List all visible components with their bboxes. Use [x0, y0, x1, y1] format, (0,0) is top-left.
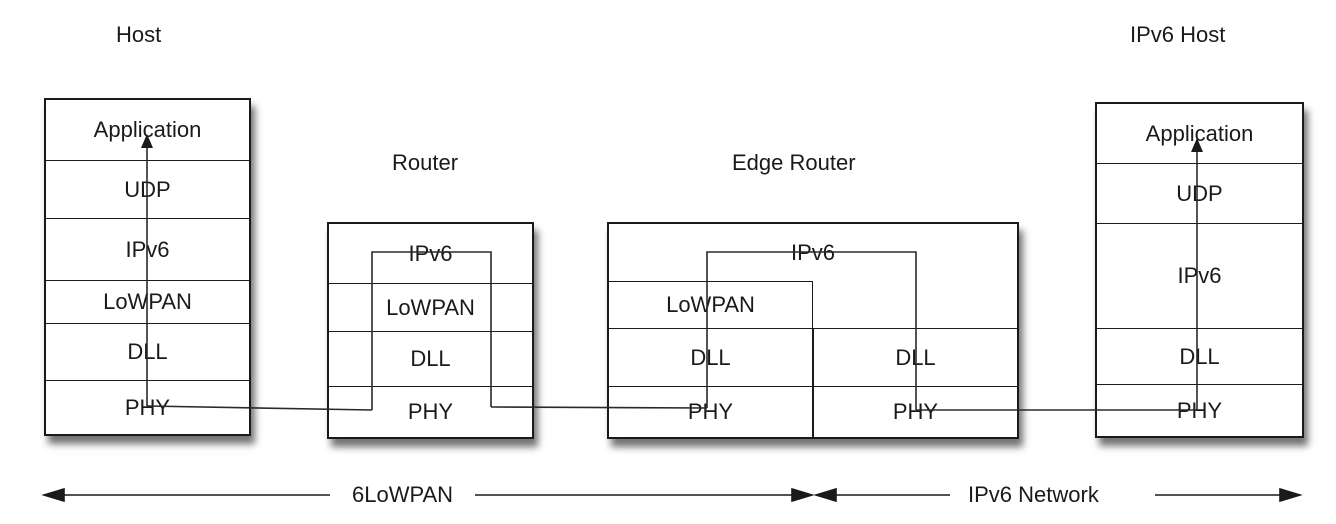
host-layer-udp: UDP: [46, 160, 249, 218]
host-title: Host: [116, 22, 162, 47]
router-layer-dll: DLL: [329, 331, 532, 386]
ipv6-host-title: IPv6 Host: [1130, 22, 1226, 47]
router-layer-lowpan: LoWPAN: [329, 283, 532, 331]
span-label-ipv6-network: IPv6 Network: [962, 482, 1105, 508]
edge-router-layer-dll-left: DLL: [609, 328, 813, 386]
router-title: Router: [392, 150, 459, 175]
ipv6-host-layer-phy: PHY: [1097, 384, 1302, 436]
span-label-6lowpan: 6LoWPAN: [346, 482, 460, 508]
host-layer-application: Application: [93, 117, 202, 142]
ipv6-host-layer-application: Application: [1145, 120, 1254, 146]
edge-router-layer-ipv6: IPv6: [790, 239, 836, 265]
ipv6-host-layer-ipv6: IPv6: [1097, 223, 1302, 328]
ipv6-host-stack: Application UDP IPv6 DLL PHY: [1095, 102, 1304, 438]
edge-router-stack: IPv6 LoWPAN DLL PHY DLL PHY: [607, 222, 1019, 439]
host-layer-lowpan: LoWPAN: [46, 280, 249, 323]
host-layer-ipv6: IPv6: [46, 218, 249, 280]
edge-router-layer-phy-right: PHY: [813, 386, 1017, 437]
edge-router-layer-phy-left: PHY: [609, 386, 813, 437]
edge-router-layer-dll-right: DLL: [813, 328, 1017, 386]
edge-router-layer-lowpan: LoWPAN: [609, 281, 813, 328]
host-layer-phy: PHY: [46, 380, 249, 434]
ipv6-host-layer-udp: UDP: [1097, 163, 1302, 223]
host-layer-dll: DLL: [46, 323, 249, 380]
host-stack: Application UDP IPv6 LoWPAN DLL PHY: [44, 98, 251, 436]
ipv6-host-layer-dll: DLL: [1097, 328, 1302, 384]
router-stack: IPv6 LoWPAN DLL PHY: [327, 222, 534, 439]
router-layer-ipv6: IPv6: [408, 240, 453, 266]
edge-router-title: Edge Router: [732, 150, 856, 175]
router-layer-phy: PHY: [329, 386, 532, 437]
